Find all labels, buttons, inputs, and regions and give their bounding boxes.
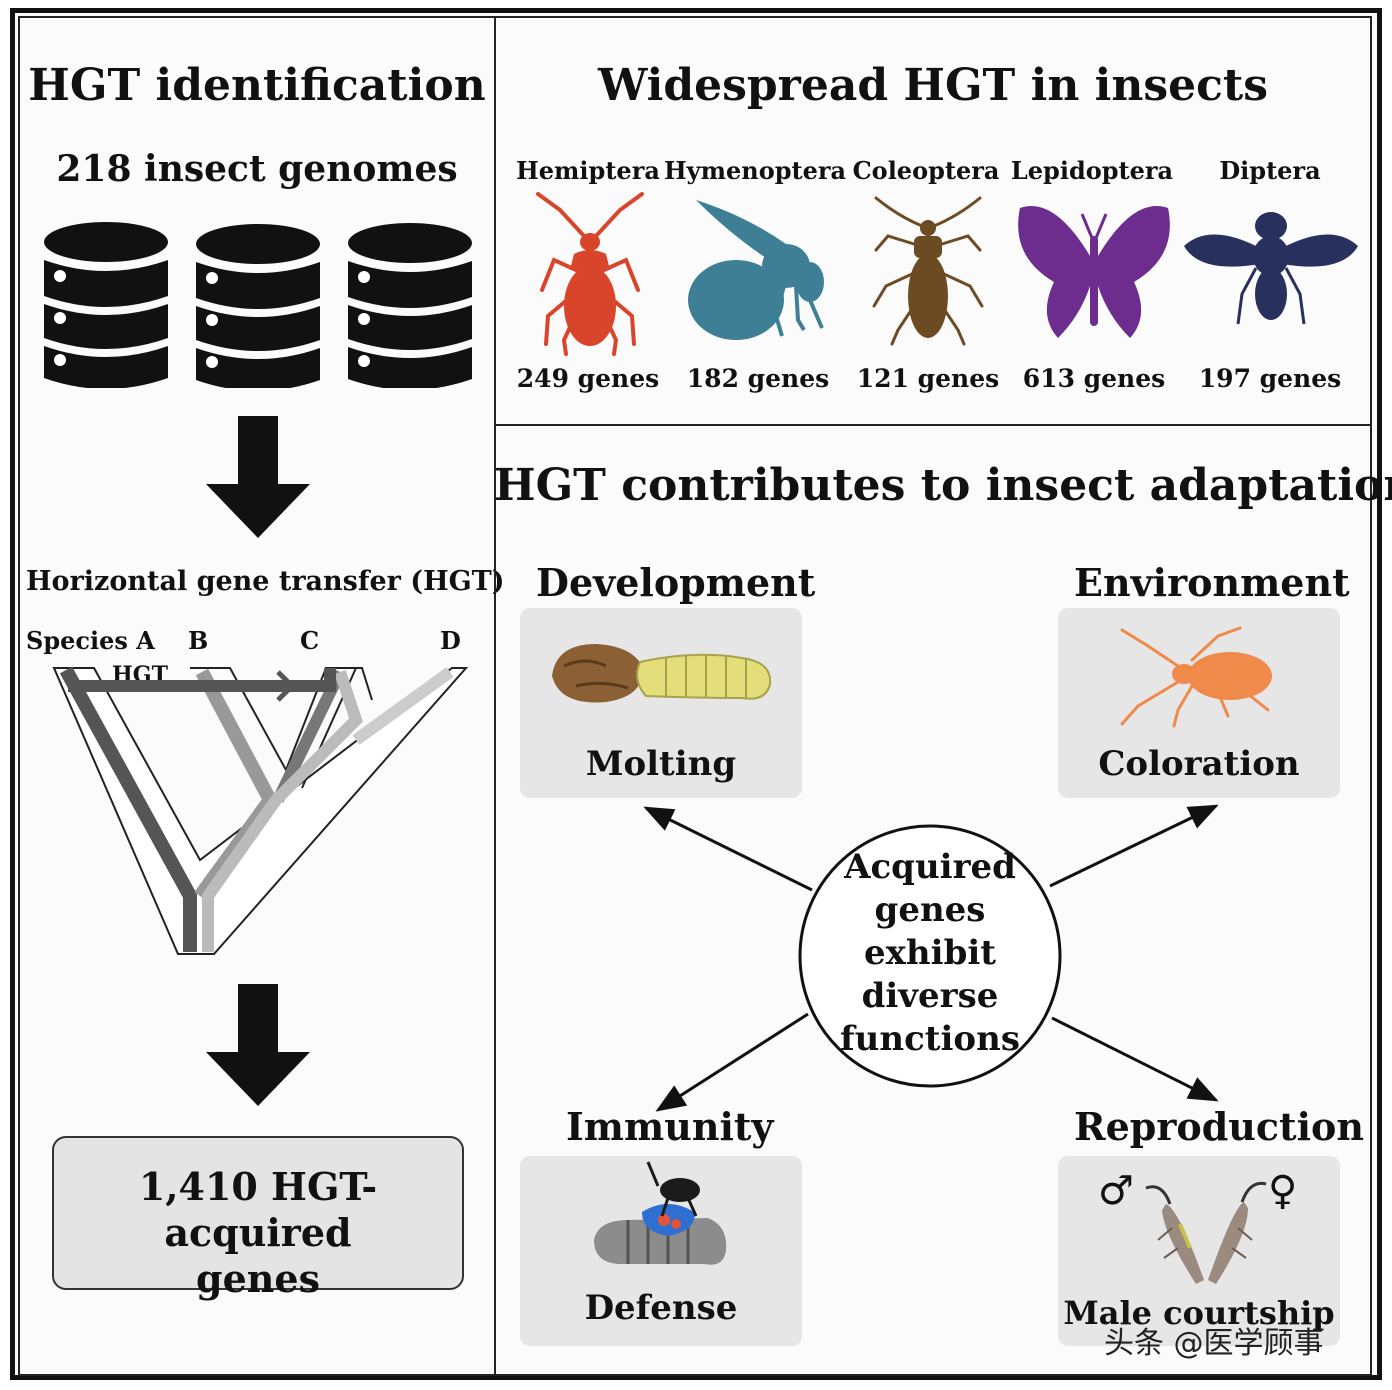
center-line-4: diverse [861, 976, 999, 1016]
function-molting: Molting [585, 744, 737, 784]
watermark: 头条 @医学顾事 [1104, 1326, 1324, 1361]
center-line-2: genes [874, 890, 986, 930]
category-reproduction: Reproduction [1074, 1104, 1364, 1149]
center-line-1: Acquired [844, 847, 1016, 887]
hgt-heading: Horizontal gene transfer (HGT) [26, 566, 505, 597]
database-icon [44, 222, 168, 388]
result-line-1: 1,410 HGT-acquired [138, 1164, 378, 1255]
result-line-2: genes [196, 1256, 320, 1301]
species-c-label: C [300, 626, 320, 655]
mating-insects-icon [1145, 1181, 1267, 1284]
panel-title-adaptation: HGT contributes to insect adaptation [494, 460, 1392, 511]
female-symbol-icon: ♀ [1268, 1168, 1298, 1214]
order-label-lepidoptera: Lepidoptera [1010, 156, 1174, 185]
molting-box [520, 608, 802, 798]
database-icon [348, 223, 472, 388]
species-d-label: D [440, 626, 461, 655]
panel-title-widespread: Widespread HGT in insects [597, 60, 1268, 111]
panel-title-hgt-identification: HGT identification [28, 60, 486, 111]
beetle-icon [872, 196, 984, 346]
parasitoid-wasp-icon [594, 1161, 727, 1265]
adaptation-panel [494, 424, 1372, 1376]
fly-icon [1184, 212, 1358, 325]
center-circle [798, 824, 1062, 1088]
function-arrows [643, 804, 1219, 1112]
aphid-icon [1120, 626, 1272, 728]
gene-count-lepidoptera: 613 genes [1022, 364, 1166, 393]
male-symbol-icon: ♂ [1098, 1168, 1134, 1214]
order-label-hymenoptera: Hymenoptera [664, 156, 847, 185]
courtship-box [1058, 1156, 1340, 1346]
gene-count-coleoptera: 121 genes [856, 364, 1000, 393]
butterfly-icon [1018, 206, 1170, 338]
species-b-label: B [188, 626, 209, 655]
gene-count-diptera: 197 genes [1198, 364, 1342, 393]
species-a-label: Species A [26, 626, 155, 655]
center-line-3: exhibit [864, 933, 996, 973]
larva-molting-icon [552, 644, 772, 703]
gene-count-hymenoptera: 182 genes [686, 364, 830, 393]
function-defense: Defense [584, 1288, 738, 1328]
coloration-box [1058, 608, 1340, 798]
category-development: Development [536, 560, 816, 605]
wasp-icon [688, 200, 824, 340]
order-label-diptera: Diptera [1219, 156, 1321, 185]
function-male-courtship: Male courtship [1063, 1294, 1335, 1332]
result-box: 1,410 HGT-acquired genes [52, 1136, 464, 1301]
phylogenetic-tree [52, 666, 469, 955]
gene-count-hemiptera: 249 genes [516, 364, 660, 393]
database-icons [44, 222, 472, 388]
arrow-down-icon [206, 416, 310, 538]
order-label-coleoptera: Coleoptera [852, 156, 1000, 185]
center-label: Acquired genes exhibit diverse functions [800, 846, 1060, 1061]
arrow-down-icon [206, 984, 310, 1106]
order-label-hemiptera: Hemiptera [516, 156, 660, 185]
center-line-5: functions [840, 1019, 1020, 1059]
database-icon [196, 224, 320, 388]
category-environment: Environment [1074, 560, 1350, 605]
function-coloration: Coloration [1098, 744, 1300, 784]
genomes-label: 218 insect genomes [56, 148, 458, 190]
true-bug-icon [536, 192, 644, 356]
